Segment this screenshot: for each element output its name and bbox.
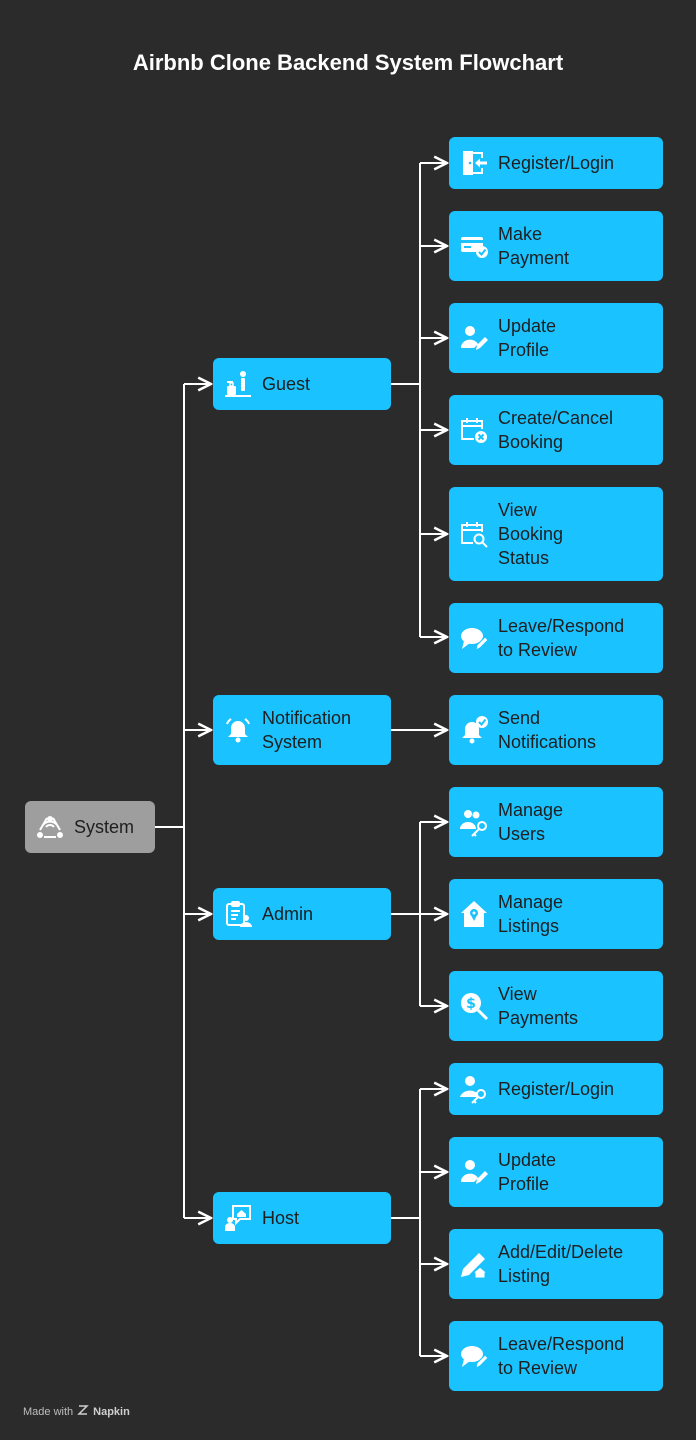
- node-host: Host: [213, 1192, 391, 1244]
- dollar-search-icon: $: [459, 991, 489, 1021]
- guest-luggage-icon: [223, 369, 253, 399]
- napkin-logo-icon: [77, 1404, 89, 1419]
- host-house-icon: [223, 1203, 253, 1233]
- node-host-leave-respond-review: Leave/Respond to Review: [449, 1321, 663, 1391]
- node-notification-system: Notification System: [213, 695, 391, 765]
- node-guest-leave-respond-review-label: Leave/Respond to Review: [498, 616, 625, 660]
- node-guest: Guest: [213, 358, 391, 410]
- pencil-house-icon: [459, 1249, 489, 1279]
- footer-made-with: Made with: [23, 1405, 74, 1418]
- calendar-cancel-icon: [459, 415, 489, 445]
- node-admin-manage-users-label: Manage Users: [498, 800, 564, 844]
- node-system: System: [25, 801, 155, 853]
- node-admin: Admin: [213, 888, 391, 940]
- node-guest-make-payment-label: Make Payment: [498, 224, 570, 268]
- node-host-label: Host: [262, 1208, 300, 1228]
- node-guest-create-cancel-booking-label: Create/Cancel Booking: [498, 408, 614, 452]
- node-host-add-edit-delete-listing: Add/Edit/Delete Listing: [449, 1229, 663, 1299]
- node-notification-system-label: Notification System: [262, 708, 352, 752]
- node-guest-register-login-label: Register/Login: [498, 153, 615, 173]
- card-check-icon: [459, 231, 489, 261]
- node-guest-make-payment: Make Payment: [449, 211, 663, 281]
- node-send-notifications-label: Send Notifications: [498, 708, 597, 752]
- node-guest-leave-respond-review: Leave/Respond to Review: [449, 603, 663, 673]
- node-system-label: System: [74, 817, 135, 837]
- node-admin-label: Admin: [262, 904, 314, 924]
- node-guest-update-profile-label: Update Profile: [498, 316, 557, 360]
- node-admin-view-payments: $ View Payments: [449, 971, 663, 1041]
- node-guest-view-booking-status-label: View Booking Status: [498, 500, 564, 568]
- users-key-icon: [459, 807, 489, 837]
- user-key-icon: [459, 1074, 489, 1104]
- node-guest-register-login: Register/Login: [449, 137, 663, 189]
- node-admin-manage-listings-label: Manage Listings: [498, 892, 564, 936]
- node-host-register-login-label: Register/Login: [498, 1079, 615, 1099]
- bell-check-icon: [459, 715, 489, 745]
- footer-attribution: Made with Napkin: [23, 1404, 130, 1419]
- node-host-update-profile-label: Update Profile: [498, 1150, 557, 1194]
- node-send-notifications: Send Notifications: [449, 695, 663, 765]
- chart-title: Airbnb Clone Backend System Flowchart: [132, 50, 564, 75]
- node-host-register-login: Register/Login: [449, 1063, 663, 1115]
- node-admin-view-payments-label: View Payments: [498, 984, 579, 1028]
- footer-brand: Napkin: [93, 1405, 130, 1418]
- node-admin-manage-users: Manage Users: [449, 787, 663, 857]
- chat-edit-icon: [459, 623, 489, 653]
- network-people-icon: [35, 812, 65, 842]
- node-host-add-edit-delete-listing-label: Add/Edit/Delete Listing: [498, 1242, 624, 1286]
- house-pin-icon: [459, 899, 489, 929]
- node-host-leave-respond-review-label: Leave/Respond to Review: [498, 1334, 625, 1378]
- calendar-search-icon: [459, 519, 489, 549]
- bell-ring-icon: [223, 715, 253, 745]
- node-host-update-profile: Update Profile: [449, 1137, 663, 1207]
- user-edit-icon: [459, 323, 489, 353]
- node-guest-create-cancel-booking: Create/Cancel Booking: [449, 395, 663, 465]
- node-admin-manage-listings: Manage Listings: [449, 879, 663, 949]
- node-guest-update-profile: Update Profile: [449, 303, 663, 373]
- user-edit-icon: [459, 1157, 489, 1187]
- node-guest-view-booking-status: View Booking Status: [449, 487, 663, 581]
- chat-edit-icon: [459, 1341, 489, 1371]
- svg-text:$: $: [466, 996, 476, 1012]
- door-enter-icon: [459, 148, 489, 178]
- clipboard-user-icon: [223, 899, 253, 929]
- node-guest-label: Guest: [262, 374, 311, 394]
